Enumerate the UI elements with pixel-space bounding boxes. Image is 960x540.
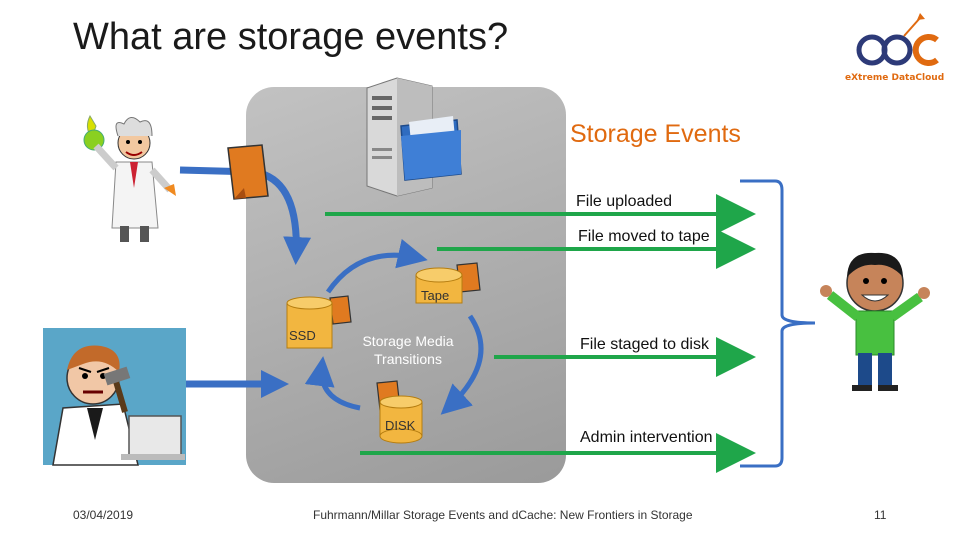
- footer-text: Fuhrmann/Millar Storage Events and dCach…: [313, 508, 693, 522]
- event-file-moved-to-tape: File moved to tape: [578, 228, 710, 245]
- ssd-cylinder: [286, 296, 333, 349]
- tape-cylinder: [415, 267, 463, 304]
- server-folder-icon: [357, 77, 467, 198]
- user-illustration: [820, 243, 935, 393]
- slide-title: What are storage events?: [73, 16, 509, 58]
- tape-label: Tape: [421, 288, 450, 303]
- ssd-label: SSD: [289, 328, 316, 343]
- event-admin-intervention: Admin intervention: [580, 429, 713, 446]
- event-file-staged-to-disk: File staged to disk: [580, 336, 709, 353]
- admin-illustration: [43, 328, 186, 466]
- events-bracket: [740, 179, 816, 468]
- xdc-logo: eXtreme DataCloud: [842, 10, 947, 85]
- logo-text: eXtreme DataCloud: [845, 73, 944, 83]
- file-icon-upload: [227, 144, 269, 200]
- storage-events-heading: Storage Events: [570, 120, 741, 148]
- storage-media-transitions-label: Storage Media Transitions: [362, 333, 454, 367]
- disk-label: DISK: [385, 418, 416, 433]
- disk-cylinder: [379, 395, 423, 444]
- footer-date: 03/04/2019: [73, 508, 134, 522]
- file-icon-ssd: [329, 295, 352, 325]
- footer-page-number: 11: [874, 508, 887, 522]
- scientist-illustration: [82, 98, 182, 248]
- event-file-uploaded: File uploaded: [576, 193, 673, 210]
